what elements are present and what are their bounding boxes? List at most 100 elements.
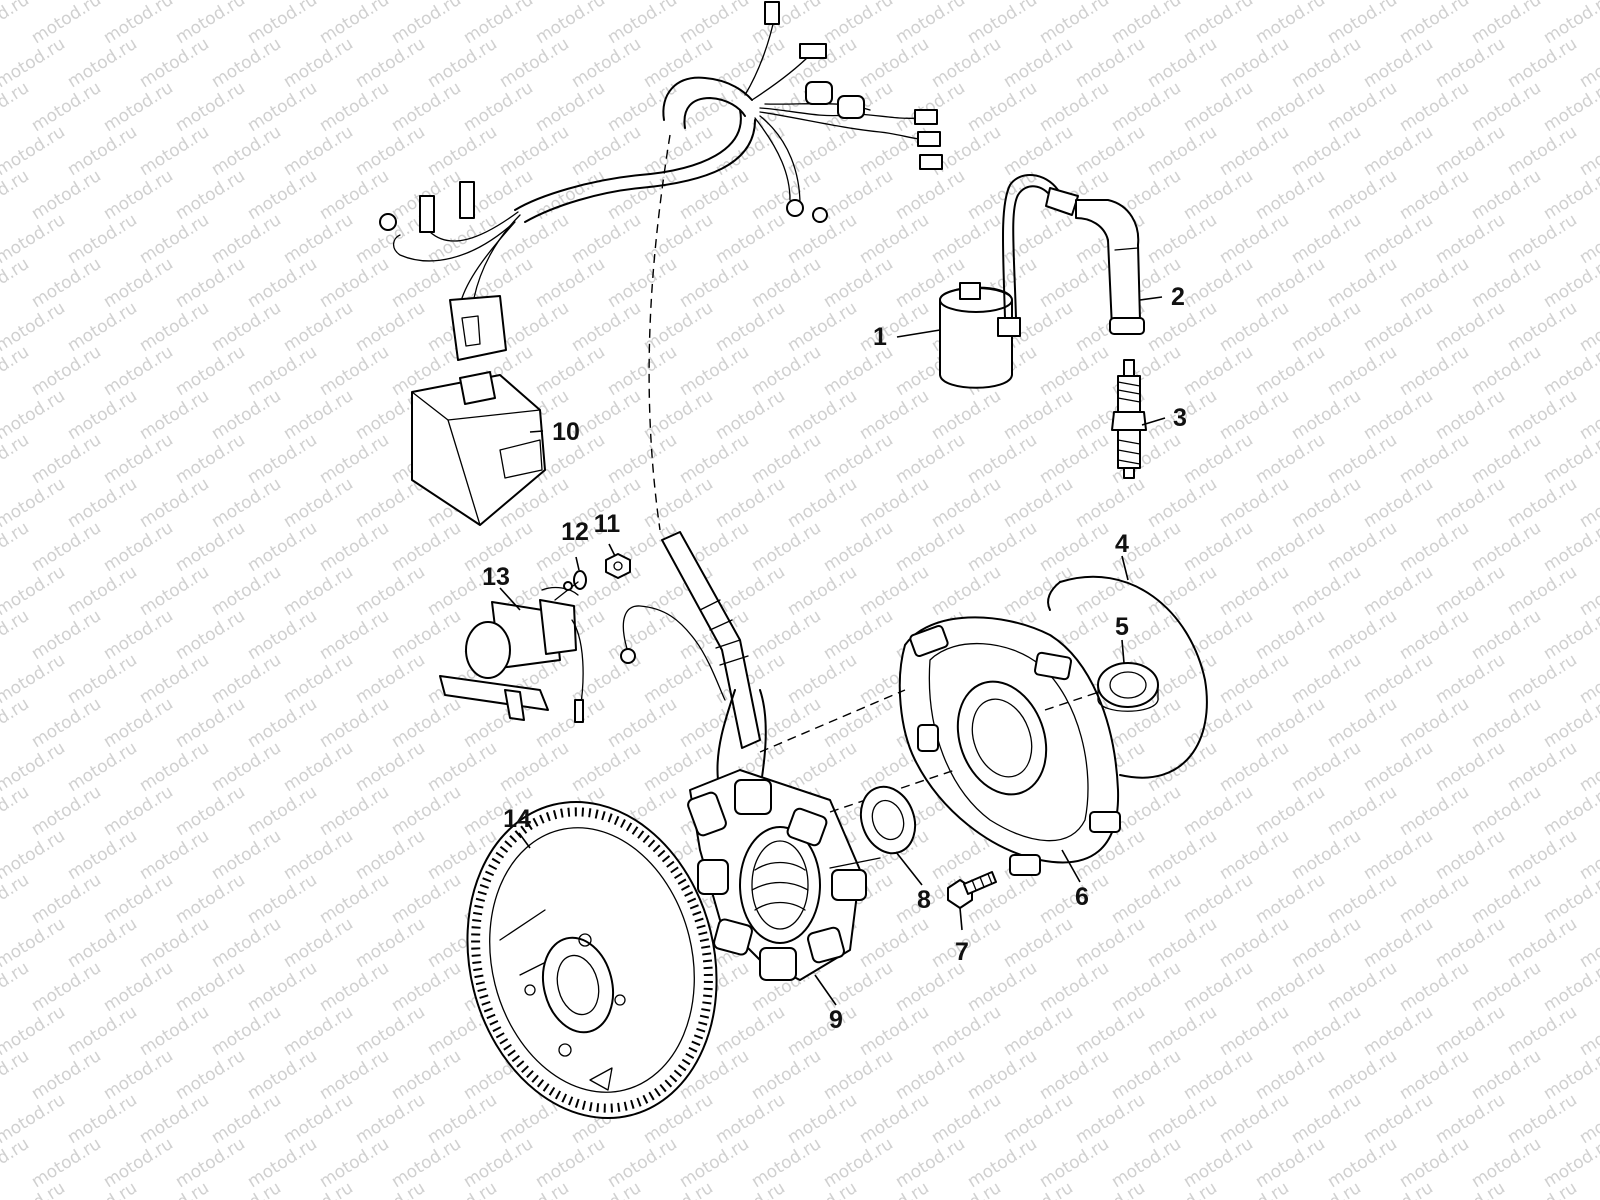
- watermark-text: motod.ru: [1504, 122, 1581, 180]
- watermark-text: motod.ru: [568, 122, 645, 180]
- watermark-text: motod.ru: [1036, 254, 1113, 312]
- watermark-text: motod.ru: [1504, 562, 1581, 620]
- watermark-text: motod.ru: [928, 122, 1005, 180]
- watermark-text: motod.ru: [1072, 474, 1149, 532]
- watermark-text: motod.ru: [316, 78, 393, 136]
- watermark-text: motod.ru: [316, 166, 393, 224]
- watermark-text: motod.ru: [676, 1134, 753, 1192]
- watermark-text: motod.ru: [1504, 826, 1581, 884]
- callout-4: 4: [1115, 530, 1129, 558]
- watermark-text: motod.ru: [1360, 738, 1437, 796]
- watermark-text: motod.ru: [1252, 430, 1329, 488]
- watermark-text: motod.ru: [964, 518, 1041, 576]
- watermark-text: motod.ru: [352, 122, 429, 180]
- watermark-text: motod.ru: [1396, 870, 1473, 928]
- watermark-text: motod.ru: [1432, 298, 1509, 356]
- watermark-text: motod.ru: [172, 1046, 249, 1104]
- watermark-text: motod.ru: [280, 826, 357, 884]
- watermark-text: motod.ru: [1468, 342, 1545, 400]
- watermark-text: motod.ru: [496, 1178, 573, 1200]
- watermark-text: motod.ru: [1396, 782, 1473, 840]
- watermark-text: motod.ru: [172, 78, 249, 136]
- watermark-text: motod.ru: [28, 430, 105, 488]
- watermark-text: motod.ru: [388, 78, 465, 136]
- watermark-text: motod.ru: [244, 254, 321, 312]
- watermark-text: motod.ru: [568, 34, 645, 92]
- watermark-text: motod.ru: [172, 958, 249, 1016]
- watermark-text: motod.ru: [1288, 474, 1365, 532]
- callout-9: 9: [829, 1006, 843, 1034]
- watermark-text: motod.ru: [1216, 210, 1293, 268]
- watermark-text: motod.ru: [1576, 0, 1600, 4]
- watermark-text: motod.ru: [1288, 826, 1365, 884]
- watermark-text: motod.ru: [1036, 0, 1113, 48]
- stator-plate: [759, 616, 1121, 876]
- watermark-text: motod.ru: [568, 210, 645, 268]
- watermark-text: motod.ru: [244, 1134, 321, 1192]
- watermark-text: motod.ru: [1144, 34, 1221, 92]
- watermark-text: motod.ru: [1396, 958, 1473, 1016]
- watermark-text: motod.ru: [280, 298, 357, 356]
- watermark-text: motod.ru: [1360, 1090, 1437, 1148]
- watermark-text: motod.ru: [1468, 0, 1545, 48]
- watermark-text: motod.ru: [64, 210, 141, 268]
- watermark-text: motod.ru: [784, 474, 861, 532]
- watermark-text: motod.ru: [208, 562, 285, 620]
- watermark-text: motod.ru: [928, 386, 1005, 444]
- watermark-text: motod.ru: [1144, 914, 1221, 972]
- callout-13: 13: [482, 563, 510, 591]
- flywheel: [466, 800, 718, 1120]
- watermark-text: motod.ru: [172, 782, 249, 840]
- watermark-text: motod.ru: [208, 1090, 285, 1148]
- watermark-text: motod.ru: [1396, 518, 1473, 576]
- watermark-text: motod.ru: [424, 34, 501, 92]
- watermark-text: motod.ru: [1000, 122, 1077, 180]
- watermark-text: motod.ru: [1216, 1090, 1293, 1148]
- watermark-text: motod.ru: [1252, 606, 1329, 664]
- spade-terminal: [459, 181, 475, 219]
- watermark-text: motod.ru: [100, 1046, 177, 1104]
- watermark-text: motod.ru: [892, 518, 969, 576]
- watermark-text: motod.ru: [1216, 738, 1293, 796]
- watermark-text: motod.ru: [208, 1178, 285, 1200]
- watermark-text: motod.ru: [352, 1002, 429, 1060]
- watermark-text: motod.ru: [1072, 34, 1149, 92]
- watermark-text: motod.ru: [172, 254, 249, 312]
- watermark-text: motod.ru: [712, 298, 789, 356]
- watermark-text: motod.ru: [1072, 1002, 1149, 1060]
- watermark-text: motod.ru: [460, 1134, 537, 1192]
- watermark-text: motod.ru: [1360, 122, 1437, 180]
- watermark-text: motod.ru: [1252, 254, 1329, 312]
- watermark-text: motod.ru: [928, 1002, 1005, 1060]
- watermark-text: motod.ru: [1216, 1178, 1293, 1200]
- watermark-text: motod.ru: [604, 1134, 681, 1192]
- ring-terminal: [379, 213, 397, 231]
- watermark-text: motod.ru: [1360, 1002, 1437, 1060]
- watermark-text: motod.ru: [316, 254, 393, 312]
- harness-plug: [449, 295, 507, 361]
- watermark-text: motod.ru: [1288, 1178, 1365, 1200]
- spark-plug-cap: [1075, 199, 1145, 335]
- watermark-text: motod.ru: [28, 0, 105, 48]
- watermark-text: motod.ru: [388, 1046, 465, 1104]
- ignition-coil: [939, 173, 1079, 389]
- bullet-connector: [917, 131, 941, 147]
- watermark-text: motod.ru: [136, 122, 213, 180]
- watermark-text: motod.ru: [892, 78, 969, 136]
- watermark-text: motod.ru: [280, 210, 357, 268]
- watermark-text: motod.ru: [1216, 386, 1293, 444]
- watermark-text: motod.ru: [244, 0, 321, 48]
- watermark-text: motod.ru: [1000, 386, 1077, 444]
- watermark-text: motod.ru: [1396, 1046, 1473, 1104]
- watermark-text: motod.ru: [496, 122, 573, 180]
- watermark-text: motod.ru: [532, 254, 609, 312]
- watermark-text: motod.ru: [1252, 518, 1329, 576]
- watermark-text: motod.ru: [244, 694, 321, 752]
- watermark-text: motod.ru: [316, 0, 393, 48]
- watermark-text: motod.ru: [64, 386, 141, 444]
- watermark-text: motod.ru: [136, 826, 213, 884]
- watermark-text: motod.ru: [244, 1046, 321, 1104]
- watermark-text: motod.ru: [1144, 122, 1221, 180]
- watermark-text: motod.ru: [136, 474, 213, 532]
